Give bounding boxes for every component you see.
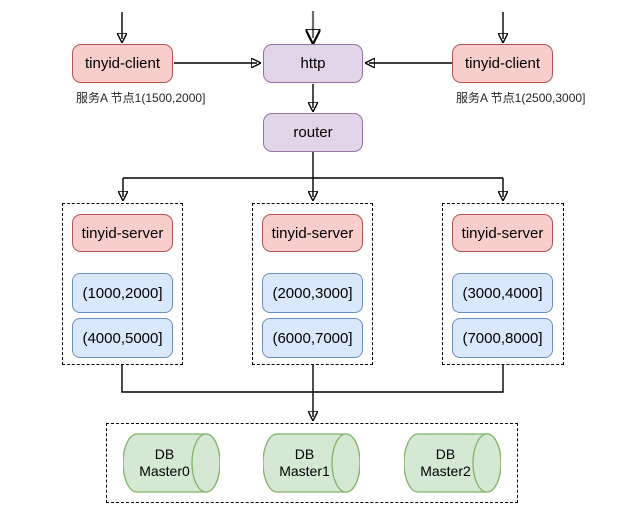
db-label-line2: Master2 [420,463,471,479]
server-1-segment-1: (1000,2000] [72,273,173,313]
tinyid-server-1-node: tinyid-server [72,214,173,252]
router-node: router [263,113,363,152]
db-label-line1: DB [435,446,456,462]
db-master0-label: DB Master0 [123,433,206,493]
server-3-segment-1: (3000,4000] [452,273,553,313]
db-master2-label: DB Master2 [404,433,487,493]
server-3-segment-2: (7000,8000] [452,318,553,358]
db-master0-cylinder: DB Master0 [123,433,220,493]
db-cylinder-icon [404,433,501,493]
client-right-note: 服务A 节点1(2500,3000] [456,91,586,105]
server-2-segment-1: (2000,3000] [262,273,363,313]
server-1-segment-2: (4000,5000] [72,318,173,358]
client-left-note: 服务A 节点1(1500,2000] [76,91,206,105]
db-label-line2: Master1 [279,463,330,479]
tinyid-client-right-node: tinyid-client [452,44,553,83]
db-master1-label: DB Master1 [263,433,346,493]
tinyid-server-2-node: tinyid-server [262,214,363,252]
router-branch-trunk [123,152,503,179]
tinyid-client-left-node: tinyid-client [72,44,173,83]
db-cylinder-icon [123,433,220,493]
db-cylinder-icon [263,433,360,493]
tinyid-server-3-node: tinyid-server [452,214,553,252]
http-node: http [263,44,363,83]
db-master1-cylinder: DB Master1 [263,433,360,493]
db-label-line2: Master0 [139,463,190,479]
db-master2-cylinder: DB Master2 [404,433,501,493]
db-label-line1: DB [154,446,175,462]
server-2-segment-2: (6000,7000] [262,318,363,358]
db-label-line1: DB [294,446,315,462]
